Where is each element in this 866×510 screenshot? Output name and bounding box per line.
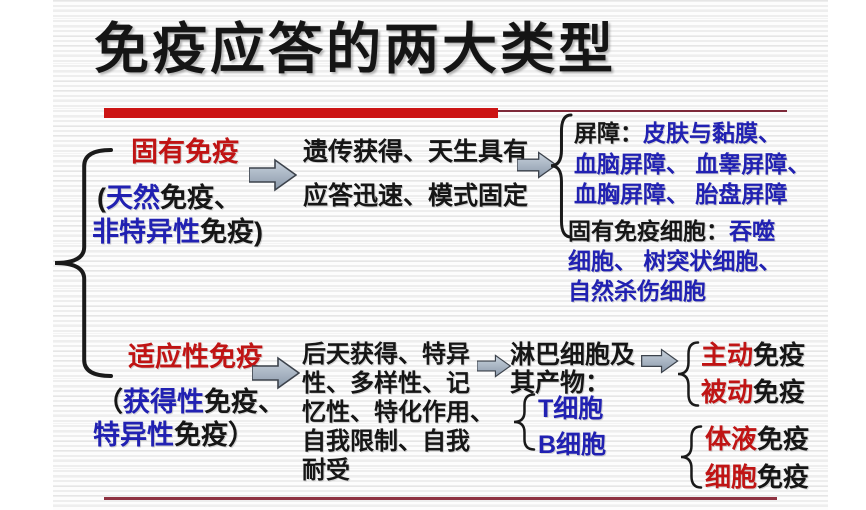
cellular-key: 细胞: [705, 462, 758, 492]
active-immunity: 主动免疫: [701, 340, 806, 370]
innate-alias-rest2: 免疫): [200, 217, 263, 247]
adaptive-heading: 适应性免疫: [128, 342, 263, 372]
innate-heading: 固有免疫: [131, 137, 239, 167]
adaptive-traits-block: 后天获得、特异 性、多样性、记 忆性、特化作用、 自我限制、自我 耐受: [302, 340, 494, 485]
humoral-suffix: 免疫: [757, 424, 810, 454]
adaptive-alias-rest1: 免疫、: [204, 387, 285, 417]
adaptive-alias-line1: （获得性免疫、: [96, 388, 285, 416]
active-suffix: 免疫: [753, 340, 806, 370]
innate-cells-line3: 自然杀伤细胞: [568, 278, 706, 304]
adaptive-alias-open: （: [96, 387, 123, 417]
active-key: 主动: [701, 340, 754, 370]
cellular-suffix: 免疫: [757, 462, 810, 492]
innate-cells-items1: 吞噬: [729, 218, 775, 244]
innate-alias-nonspecific: 非特异性: [92, 217, 200, 247]
barrier-line2: 血脑屏障、 血睾屏障、: [574, 151, 811, 177]
humoral-immunity: 体液免疫: [705, 424, 810, 454]
passive-suffix: 免疫: [753, 377, 806, 407]
tb-cell-brace-icon: [513, 393, 536, 451]
arrow-right-icon: [517, 151, 557, 179]
arrow-right-icon: [252, 356, 300, 390]
passive-immunity: 被动免疫: [701, 377, 806, 407]
lymph-line2: 其产物：: [510, 369, 611, 397]
page-title: 免疫应答的两大类型: [94, 19, 617, 80]
adaptive-alias-specific: 特异性: [93, 420, 174, 450]
innate-trait-line1: 遗传获得、天生具有: [303, 138, 529, 166]
barrier-line3: 血胸屏障、 胎盘屏障: [574, 181, 788, 207]
barrier-items1: 皮肤与黏膜、: [643, 120, 781, 146]
adaptive-trait-line: 性、多样性、记: [302, 370, 470, 397]
arrow-right-icon: [641, 348, 679, 374]
pinstripe-background: [53, 0, 828, 510]
b-cell-label: B细胞: [538, 431, 607, 459]
innate-cells-line2: 细胞、 树突状细胞、: [568, 248, 782, 274]
lymph-line1: 淋巴细胞及: [510, 341, 636, 369]
title-underline-bar: [104, 108, 498, 118]
cellular-immunity: 细胞免疫: [705, 462, 810, 492]
adaptive-alias-rest2: 免疫）: [174, 420, 255, 450]
adaptive-trait-line: 后天获得、特异: [302, 341, 470, 368]
barrier-label: 屏障：: [574, 120, 643, 146]
humoral-key: 体液: [705, 424, 758, 454]
innate-alias-line2: 非特异性免疫): [92, 218, 263, 246]
adaptive-alias-acquired: 获得性: [123, 387, 204, 417]
innate-trait-line2: 应答迅速、模式固定: [303, 182, 529, 210]
bottom-rule: [104, 497, 777, 500]
arrow-right-icon: [477, 354, 511, 378]
barrier-brace-icon: [550, 113, 573, 239]
t-cell-label: T细胞: [538, 395, 604, 423]
innate-alias-rest1: 免疫、: [160, 183, 241, 213]
innate-cells-label: 固有免疫细胞：: [568, 218, 729, 244]
adaptive-trait-line: 耐受: [302, 457, 350, 484]
arrow-right-icon: [249, 158, 297, 192]
humoral-cellular-brace-icon: [680, 425, 703, 489]
barrier-line1: 屏障：皮肤与黏膜、: [574, 121, 781, 145]
adaptive-alias-line2: 特异性免疫）: [93, 421, 255, 449]
title-underline-rule: [498, 110, 787, 112]
passive-key: 被动: [701, 377, 754, 407]
active-passive-brace-icon: [677, 341, 700, 407]
main-left-brace-icon: [54, 148, 113, 378]
innate-alias-line1: (天然免疫、: [97, 184, 241, 212]
innate-alias-open: (: [97, 183, 106, 213]
innate-alias-natural: 天然: [106, 183, 160, 213]
adaptive-trait-line: 自我限制、自我: [302, 428, 470, 455]
innate-cells-line1: 固有免疫细胞：吞噬: [568, 219, 775, 243]
adaptive-trait-line: 忆性、特化作用、: [302, 399, 494, 426]
